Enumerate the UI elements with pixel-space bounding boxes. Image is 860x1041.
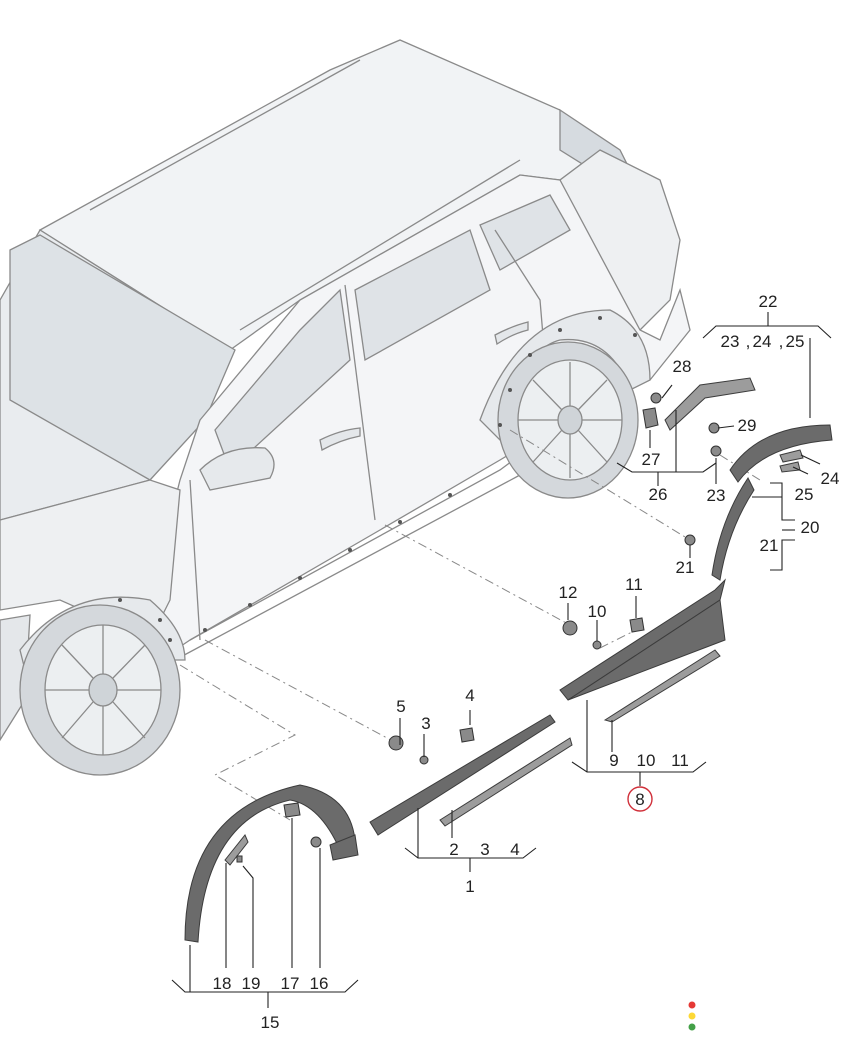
part-front-sill-trim-1 xyxy=(369,714,573,836)
callout-21-lower: 21 xyxy=(676,558,695,577)
callout-10: 10 xyxy=(637,751,656,770)
callout-18: 18 xyxy=(213,974,232,993)
callout-23-lower: 23 xyxy=(707,486,726,505)
callout-lines xyxy=(171,312,832,1008)
status-dot-green xyxy=(688,1023,696,1031)
callout-4: 4 xyxy=(510,840,519,859)
callout-11: 11 xyxy=(671,751,689,770)
callout-17: 17 xyxy=(281,974,300,993)
callout-20: 20 xyxy=(801,518,820,537)
callout-24-lower: 24 xyxy=(821,469,840,488)
callout-3-top: 3 xyxy=(421,714,430,733)
callout-labels: 1 2 3 4 4 5 3 8 9 10 11 10 11 12 15 18 1… xyxy=(213,292,840,1032)
callout-23: 23 xyxy=(721,332,740,351)
part-rear-arch-trim-22 xyxy=(729,424,833,483)
callout-8[interactable]: 8 xyxy=(635,790,644,809)
callout-24: 24 xyxy=(753,332,772,351)
callout-11-top: 11 xyxy=(625,575,643,594)
callout-16: 16 xyxy=(310,974,329,993)
callout-19: 19 xyxy=(242,974,261,993)
callout-25-lower: 25 xyxy=(795,485,814,504)
dashed-leaders xyxy=(179,429,761,821)
callout-22: 22 xyxy=(759,292,778,311)
callout-29: 29 xyxy=(738,416,757,435)
status-dot-red xyxy=(688,1001,696,1009)
callout-12: 12 xyxy=(559,583,578,602)
separator-24: , xyxy=(779,332,784,351)
separator-23: , xyxy=(746,332,751,351)
callout-28: 28 xyxy=(673,357,692,376)
part-rear-bracket-26 xyxy=(642,377,756,434)
callout-26: 26 xyxy=(649,485,668,504)
vehicle-illustration xyxy=(0,39,691,776)
callout-5: 5 xyxy=(396,697,405,716)
callout-10-top: 10 xyxy=(588,602,607,621)
callout-4-top: 4 xyxy=(465,686,474,705)
callout-25: 25 xyxy=(786,332,805,351)
part-rear-arch-extension-20 xyxy=(684,445,755,581)
callout-15: 15 xyxy=(261,1013,280,1032)
callout-3: 3 xyxy=(480,840,489,859)
part-front-arch-trim-15 xyxy=(184,784,359,943)
callout-2: 2 xyxy=(449,840,458,859)
callout-1: 1 xyxy=(465,877,474,896)
part-rear-sill-trim-8 xyxy=(559,578,726,723)
callout-27: 27 xyxy=(642,450,661,469)
callout-21: 21 xyxy=(760,536,779,555)
callout-9: 9 xyxy=(609,751,618,770)
status-dot-yellow xyxy=(688,1012,696,1020)
highlight-ring xyxy=(627,786,653,812)
status-indicator xyxy=(688,1001,696,1031)
